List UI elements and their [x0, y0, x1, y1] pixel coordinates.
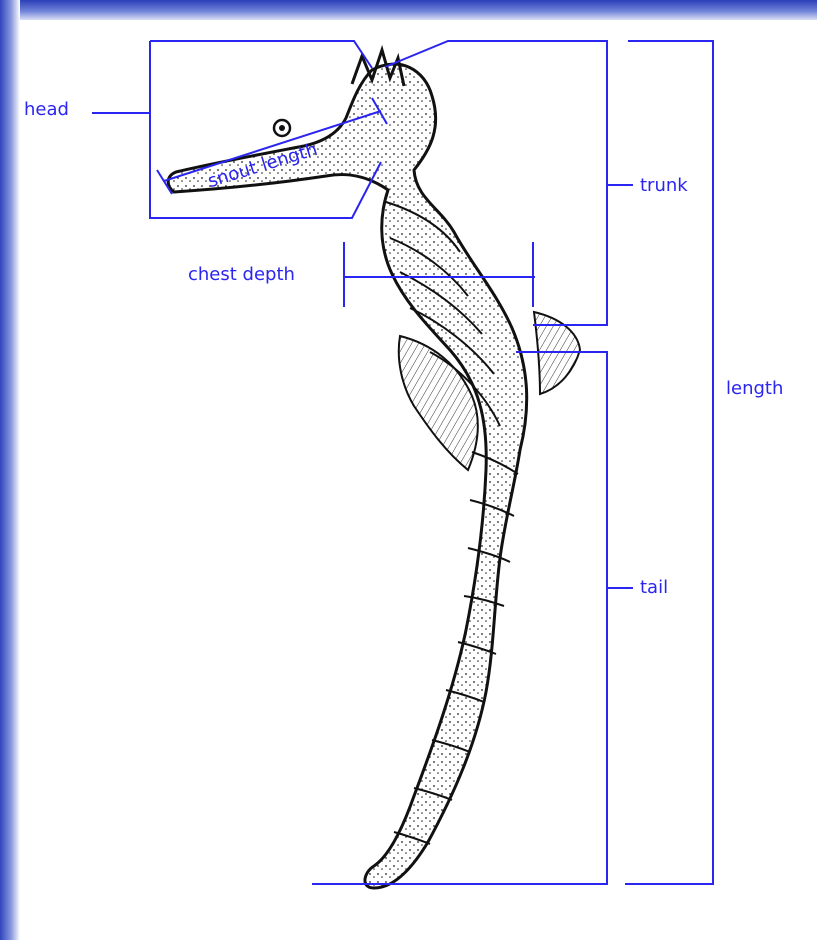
label-chest-depth: chest depth [188, 266, 295, 284]
label-tail: tail [640, 579, 668, 597]
eye-pupil [279, 125, 285, 131]
label-head: head [24, 101, 69, 119]
label-length: length [726, 380, 783, 398]
length-bracket [625, 41, 713, 884]
label-trunk: trunk [640, 177, 688, 195]
head-box-top [150, 41, 372, 68]
